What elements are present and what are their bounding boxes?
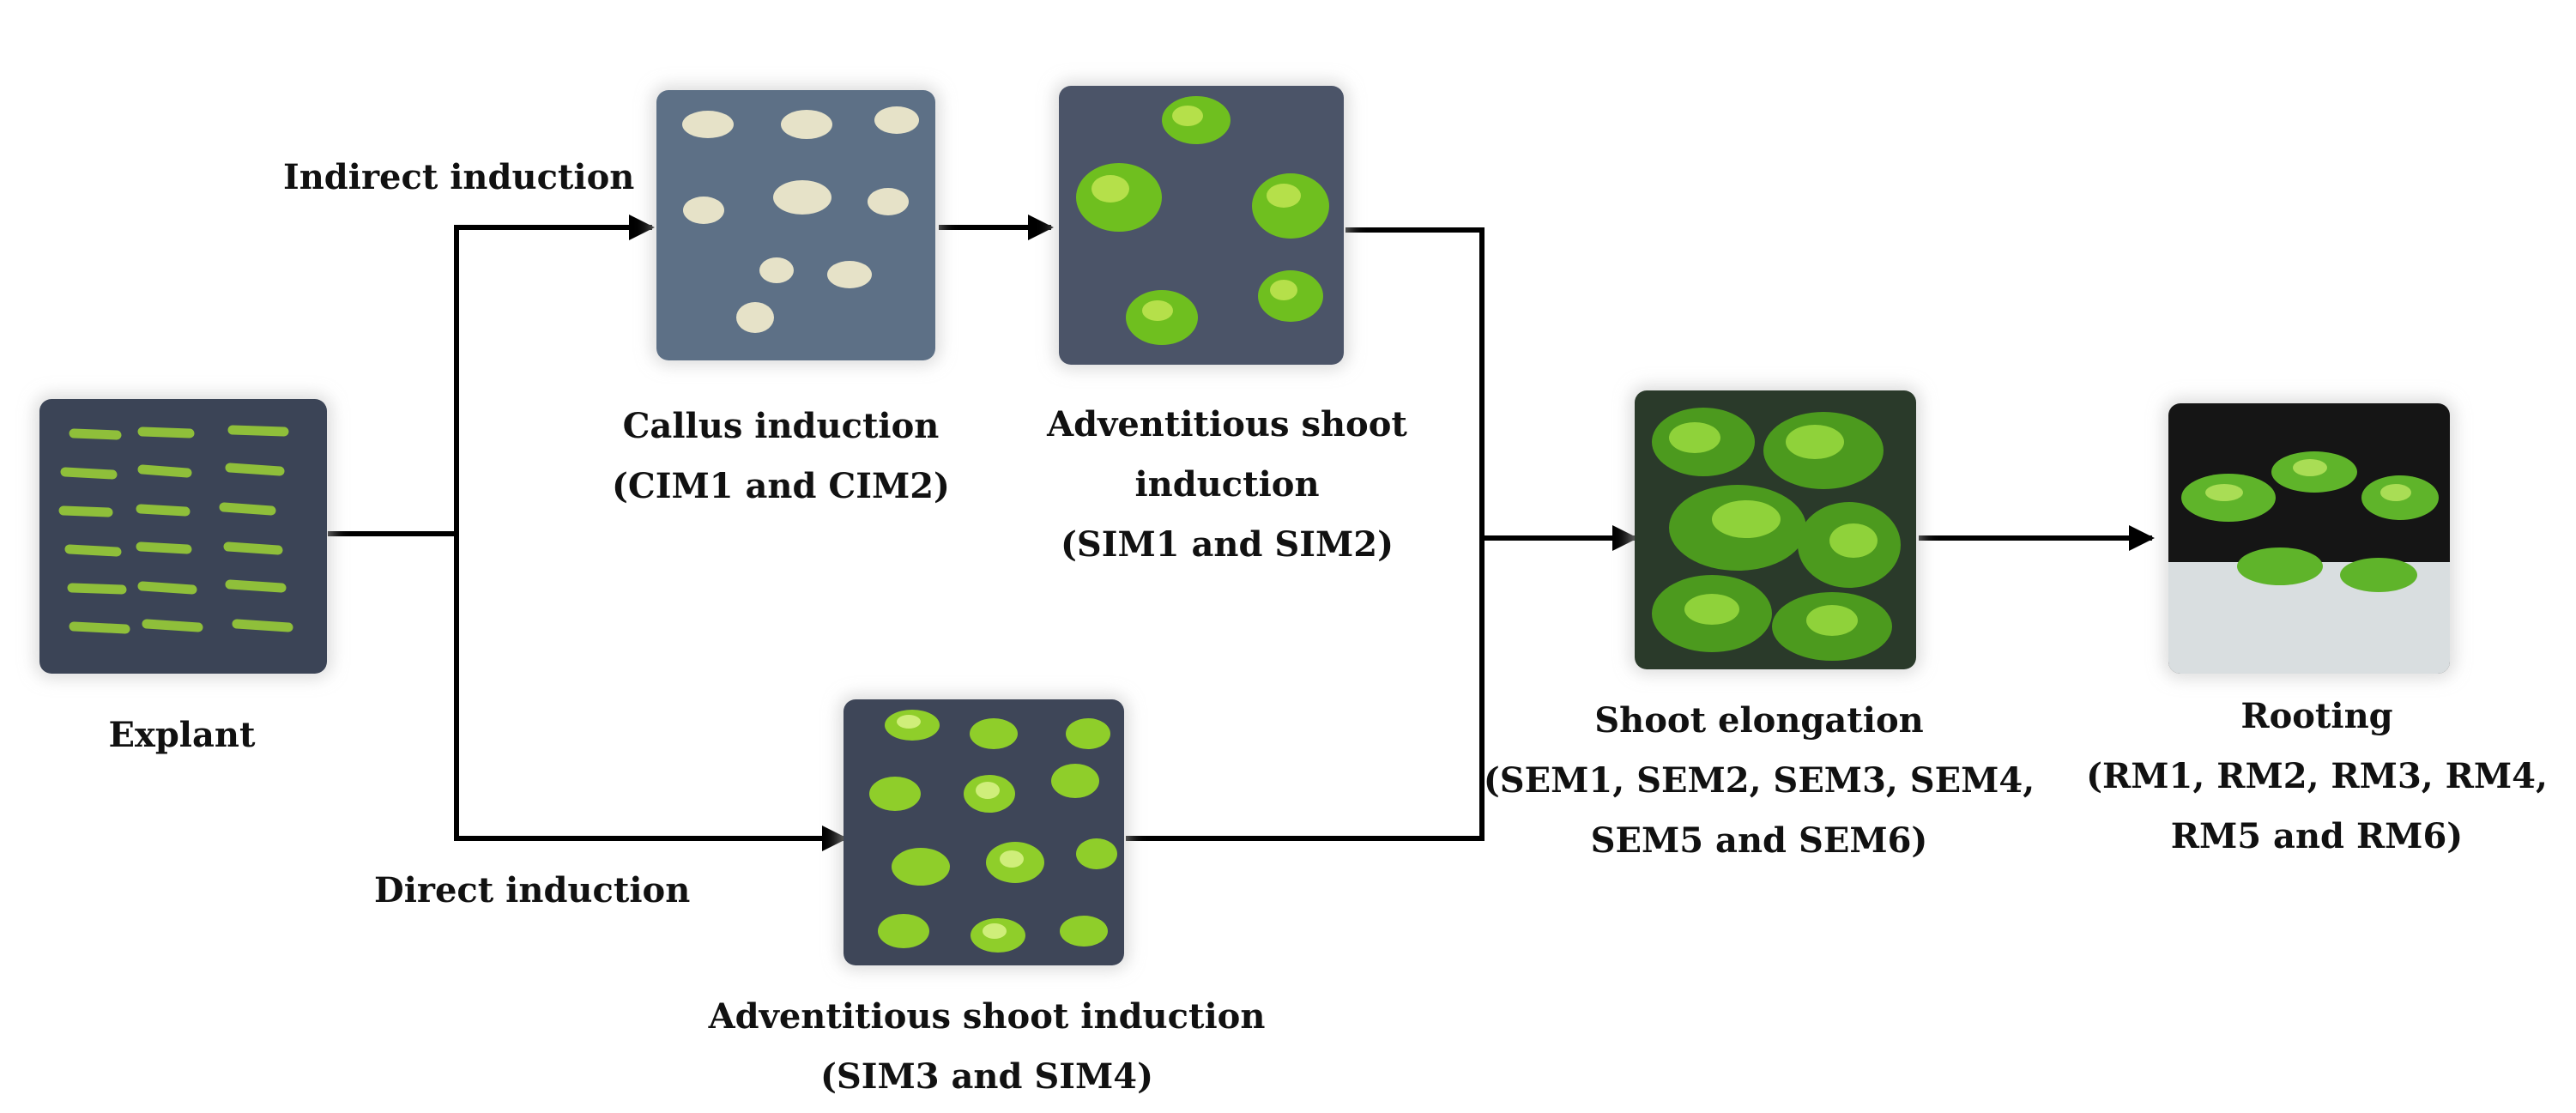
callus-title: Callus induction — [622, 406, 940, 446]
shoot-indirect-label: Adventitious shoot induction (SIM1 and S… — [991, 395, 1463, 575]
elongation-title: Shoot elongation — [1594, 700, 1924, 741]
shoot-indirect-media: (SIM1 and SIM2) — [1060, 524, 1394, 565]
shoot-indirect-title-1: Adventitious shoot — [1047, 404, 1407, 445]
shoot-direct-title: Adventitious shoot induction — [708, 996, 1266, 1037]
explant-photo — [39, 399, 327, 674]
shoot-direct-photo — [844, 699, 1124, 965]
rooting-photo — [2168, 403, 2450, 674]
explant-label: Explant — [62, 705, 302, 765]
callus-media: (CIM1 and CIM2) — [612, 466, 950, 506]
elongation-label: Shoot elongation (SEM1, SEM2, SEM3, SEM4… — [1476, 691, 2042, 871]
rooting-label: Rooting (RM1, RM2, RM3, RM4, RM5 and RM6… — [2077, 687, 2557, 867]
elongation-media-2: SEM5 and SEM6) — [1590, 820, 1928, 861]
direct-induction-label: Direct induction — [374, 870, 691, 910]
callus-photo — [656, 90, 935, 360]
rooting-media-1: (RM1, RM2, RM3, RM4, — [2086, 756, 2548, 796]
shoot-direct-label: Adventitious shoot induction (SIM3 and S… — [686, 987, 1287, 1107]
rooting-media-2: RM5 and RM6) — [2170, 816, 2464, 856]
shoot-indirect-title-2: induction — [1134, 464, 1320, 505]
rooting-title: Rooting — [2240, 696, 2393, 736]
callus-label: Callus induction (CIM1 and CIM2) — [566, 396, 995, 517]
shoot-indirect-photo — [1059, 86, 1344, 365]
elongation-photo — [1635, 390, 1916, 669]
explant-name: Explant — [108, 715, 256, 755]
shoot-direct-media: (SIM3 and SIM4) — [819, 1056, 1154, 1097]
elongation-media-1: (SEM1, SEM2, SEM3, SEM4, — [1483, 760, 2035, 801]
indirect-induction-label: Indirect induction — [283, 157, 635, 197]
